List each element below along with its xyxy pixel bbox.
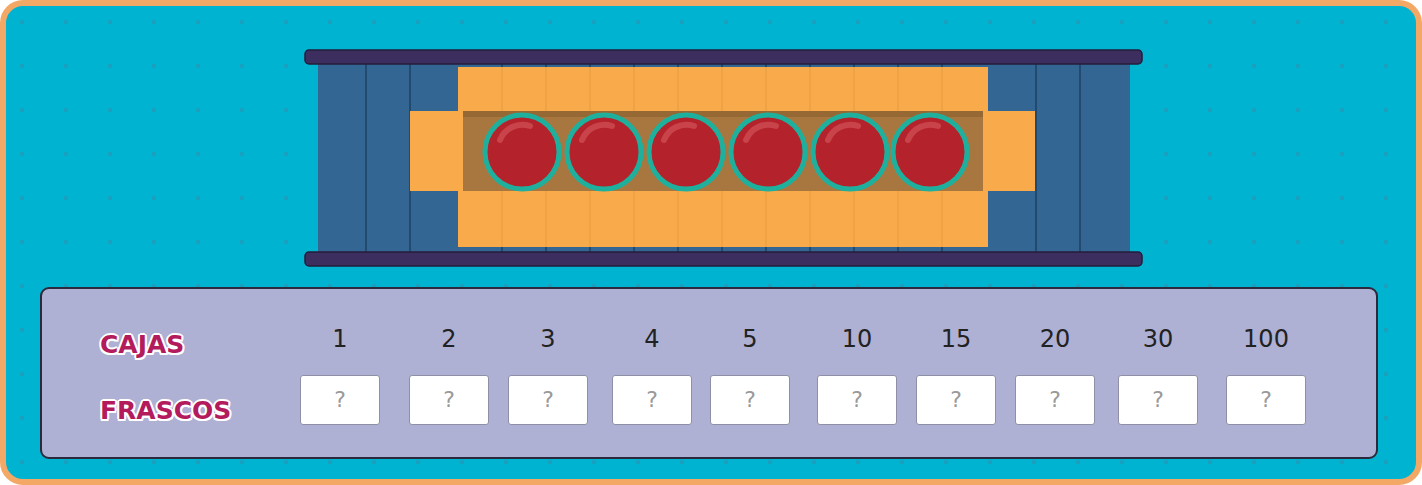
column-number: 100 (1243, 327, 1289, 351)
row-heading: FRASCOS (100, 398, 231, 423)
answer-box: ? (300, 375, 380, 425)
belt (318, 62, 1130, 254)
placeholder-text: ? (542, 389, 554, 411)
placeholder-text: ? (1152, 389, 1164, 411)
row-heading: CAJAS (100, 332, 184, 357)
column-number: 4 (644, 327, 659, 351)
column-number: 1 (332, 327, 347, 351)
answer-box: ? (1118, 375, 1198, 425)
placeholder-text: ? (950, 389, 962, 411)
dot-pattern (8, 8, 1414, 477)
jars (485, 115, 967, 189)
column-number: 30 (1143, 327, 1174, 351)
column-number: 10 (842, 327, 873, 351)
answer-box: ? (1015, 375, 1095, 425)
belt-slats (366, 62, 1080, 254)
column-number: 20 (1040, 327, 1071, 351)
answer-box: ? (612, 375, 692, 425)
answer-box: ? (508, 375, 588, 425)
column-number: 15 (941, 327, 972, 351)
rail (305, 50, 1142, 64)
answer-box: ? (409, 375, 489, 425)
answer-box: ? (1226, 375, 1306, 425)
answer-box: ? (817, 375, 897, 425)
box-inside (463, 111, 983, 191)
box-flap (410, 111, 458, 191)
column-number: 5 (742, 327, 757, 351)
answer-box: ? (916, 375, 996, 425)
answer-box: ? (710, 375, 790, 425)
box-flap (988, 111, 1035, 191)
placeholder-text: ? (646, 389, 658, 411)
placeholder-text: ? (1260, 389, 1272, 411)
placeholder-text: ? (851, 389, 863, 411)
placeholder-text: ? (744, 389, 756, 411)
box (458, 67, 988, 247)
placeholder-text: ? (1049, 389, 1061, 411)
column-number: 3 (540, 327, 555, 351)
placeholder-text: ? (443, 389, 455, 411)
placeholder-text: ? (334, 389, 346, 411)
column-number: 2 (441, 327, 456, 351)
table-panel (40, 287, 1378, 459)
background-frame (3, 3, 1419, 482)
rail (305, 252, 1142, 266)
